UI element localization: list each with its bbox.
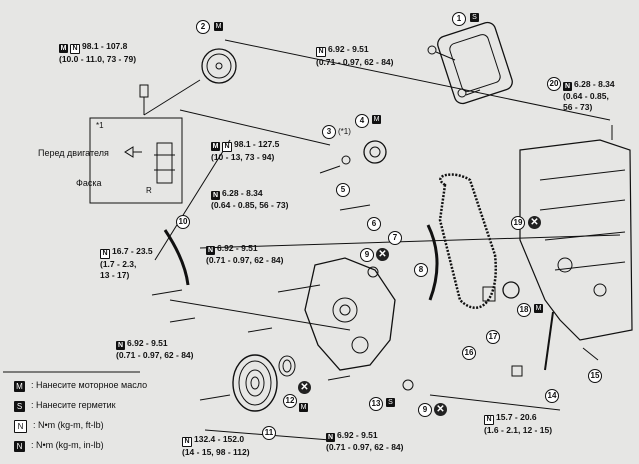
crank-pulley xyxy=(232,354,278,412)
legend-torque-ft: N: N•m (kg-m, ft-lb) xyxy=(14,420,104,433)
callout-1: 1 xyxy=(452,12,466,26)
camshaft-sprocket xyxy=(201,48,237,84)
callout-7: 7 xyxy=(388,231,402,245)
sealant-icon: S xyxy=(14,401,25,412)
callout-18: 18 xyxy=(517,303,531,317)
oil-can-icon: M xyxy=(372,115,381,124)
sealant-icon: S xyxy=(386,398,395,407)
inset-note: *1 xyxy=(96,121,104,130)
oil-can-icon: M xyxy=(299,403,308,412)
replace-x-icon: ✕ xyxy=(434,403,447,416)
callout-9a: 9 xyxy=(360,248,374,262)
callout-8: 8 xyxy=(414,263,428,277)
callout-20: 20 xyxy=(547,77,561,91)
legend-torque-in: N: N•m (kg-m, in-lb) xyxy=(14,440,104,452)
callout-11: 11 xyxy=(262,426,276,440)
bolt-top-left xyxy=(139,84,149,98)
callout-12: 12 xyxy=(283,394,297,408)
callout-2: 2 xyxy=(196,20,210,34)
oil-can-icon: M xyxy=(214,22,223,31)
timing-chain xyxy=(438,173,498,309)
callout-17: 17 xyxy=(486,330,500,344)
callout-19: 19 xyxy=(511,216,525,230)
callout-4: 4 xyxy=(355,114,369,128)
engine-block xyxy=(519,139,633,341)
callout-3: 3 xyxy=(322,125,336,139)
front-cover xyxy=(304,257,396,371)
callout-14: 14 xyxy=(545,389,559,403)
callout-5: 5 xyxy=(336,183,350,197)
inset-frame xyxy=(89,117,183,204)
torque-wrench-black-icon: N xyxy=(14,441,25,452)
inset-r-label: R xyxy=(146,186,152,195)
sealant-icon: S xyxy=(470,13,479,22)
inset-front-label: Перед двигателя xyxy=(38,148,109,158)
callout-10: 10 xyxy=(176,215,190,229)
callout-16: 16 xyxy=(462,346,476,360)
replace-x-icon: ✕ xyxy=(298,381,311,394)
replace-x-icon: ✕ xyxy=(528,216,541,229)
torque-wrench-white-icon: N xyxy=(14,420,27,433)
oil-can-icon: M xyxy=(534,304,543,313)
note-star-1: (*1) xyxy=(338,127,351,136)
inset-chamfer-label: Фаска xyxy=(76,178,102,188)
legend-oil: M: Нанесите моторное масло xyxy=(14,380,147,392)
crankshaft-sprocket xyxy=(363,140,387,164)
callout-13: 13 xyxy=(369,397,383,411)
replace-x-icon: ✕ xyxy=(376,248,389,261)
legend-sealant: S: Нанесите герметик xyxy=(14,400,116,412)
callout-15: 15 xyxy=(588,369,602,383)
callout-6: 6 xyxy=(367,217,381,231)
oil-can-icon: M xyxy=(14,381,25,392)
callout-9b: 9 xyxy=(418,403,432,417)
front-cover-gasket xyxy=(437,21,513,105)
oil-pump-sprocket xyxy=(502,281,520,299)
